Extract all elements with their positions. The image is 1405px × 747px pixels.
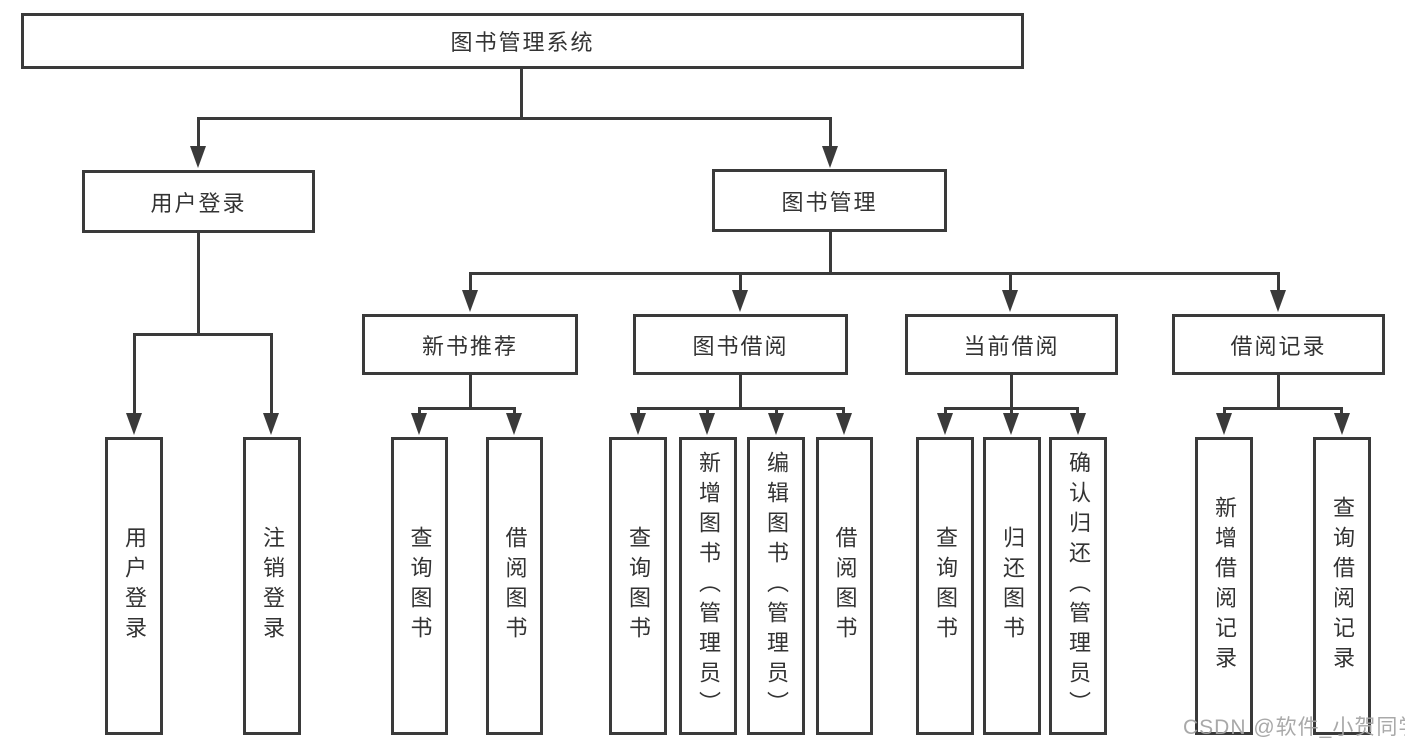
- leaf-logout: 注销登录: [243, 437, 301, 735]
- connector-line: [1009, 272, 1012, 292]
- leaf-label: 注销登录: [260, 526, 285, 646]
- connector-line: [133, 333, 136, 413]
- leaf-query-books: 查询图书: [916, 437, 974, 735]
- connector-line: [1223, 407, 1343, 410]
- connector-line: [637, 407, 640, 415]
- leaf-query-books: 查询图书: [391, 437, 448, 735]
- leaf-label: 借阅图书: [502, 526, 528, 646]
- connector-line: [197, 117, 200, 148]
- connector-line: [418, 407, 516, 410]
- leaf-confirm-return-admin: 确认归还（管理员）: [1049, 437, 1107, 735]
- arrow-down-icon: [822, 146, 838, 168]
- arrow-down-icon: [411, 413, 427, 435]
- leaf-borrow-books: 借阅图书: [816, 437, 873, 735]
- arrow-down-icon: [768, 413, 784, 435]
- leaf-add-borrow-record: 新增借阅记录: [1195, 437, 1253, 735]
- arrow-down-icon: [506, 413, 522, 435]
- arrow-down-icon: [732, 290, 748, 312]
- connector-line: [739, 272, 742, 292]
- node-borrowing-records: 借阅记录: [1172, 314, 1385, 375]
- arrow-down-icon: [1270, 290, 1286, 312]
- connector-line: [944, 407, 947, 415]
- connector-line: [829, 232, 832, 275]
- connector-line: [513, 407, 516, 415]
- arrow-down-icon: [699, 413, 715, 435]
- leaf-label: 新增图书（管理员）: [696, 451, 721, 721]
- node-library-management-system: 图书管理系统: [21, 13, 1024, 69]
- leaf-label: 编辑图书（管理员）: [764, 451, 789, 721]
- connector-line: [520, 69, 523, 117]
- arrow-down-icon: [462, 290, 478, 312]
- arrow-down-icon: [1334, 413, 1350, 435]
- connector-line: [1277, 272, 1280, 292]
- connector-line: [1010, 407, 1013, 415]
- leaf-label: 确认归还（管理员）: [1066, 451, 1091, 721]
- connector-line: [829, 117, 832, 148]
- connector-line: [842, 407, 845, 415]
- connector-line: [706, 407, 709, 415]
- arrow-down-icon: [1002, 290, 1018, 312]
- leaf-label: 新增借阅记录: [1212, 496, 1237, 676]
- leaf-label: 归还图书: [1000, 526, 1025, 646]
- leaf-label: 用户登录: [122, 526, 147, 646]
- connector-line: [270, 333, 273, 413]
- leaf-query-borrow-record: 查询借阅记录: [1313, 437, 1371, 735]
- node-book-borrowing: 图书借阅: [633, 314, 848, 375]
- arrow-down-icon: [836, 413, 852, 435]
- arrow-down-icon: [1003, 413, 1019, 435]
- connector-line: [1277, 375, 1280, 409]
- connector-line: [469, 272, 472, 292]
- leaf-edit-books-admin: 编辑图书（管理员）: [747, 437, 805, 735]
- arrow-down-icon: [630, 413, 646, 435]
- connector-line: [197, 117, 832, 120]
- leaf-label: 借阅图书: [832, 526, 858, 646]
- leaf-user-login: 用户登录: [105, 437, 163, 735]
- arrow-down-icon: [263, 413, 279, 435]
- connector-line: [1010, 375, 1013, 409]
- csdn-watermark: CSDN @软件_小贺同学: [1183, 716, 1405, 739]
- arrow-down-icon: [937, 413, 953, 435]
- node-book-management: 图书管理: [712, 169, 947, 232]
- leaf-label: 查询借阅记录: [1330, 496, 1355, 676]
- node-user-login: 用户登录: [82, 170, 315, 233]
- connector-line: [418, 407, 421, 415]
- leaf-label: 查询图书: [407, 526, 433, 646]
- connector-line: [469, 272, 1280, 275]
- leaf-borrow-books: 借阅图书: [486, 437, 543, 735]
- connector-line: [739, 375, 742, 409]
- connector-line: [133, 333, 273, 336]
- node-new-book-recommend: 新书推荐: [362, 314, 578, 375]
- leaf-query-books: 查询图书: [609, 437, 667, 735]
- connector-line: [775, 407, 778, 415]
- connector-line: [637, 407, 845, 410]
- arrow-down-icon: [1070, 413, 1086, 435]
- node-current-borrowing: 当前借阅: [905, 314, 1118, 375]
- leaf-label: 查询图书: [626, 526, 651, 646]
- arrow-down-icon: [126, 413, 142, 435]
- leaf-add-books-admin: 新增图书（管理员）: [679, 437, 737, 735]
- connector-line: [1076, 407, 1079, 415]
- leaf-label: 查询图书: [933, 526, 958, 646]
- connector-line: [1340, 407, 1343, 415]
- connector-line: [197, 233, 200, 335]
- arrow-down-icon: [190, 146, 206, 168]
- arrow-down-icon: [1216, 413, 1232, 435]
- connector-line: [469, 375, 472, 409]
- connector-line: [1223, 407, 1226, 415]
- leaf-return-books: 归还图书: [983, 437, 1041, 735]
